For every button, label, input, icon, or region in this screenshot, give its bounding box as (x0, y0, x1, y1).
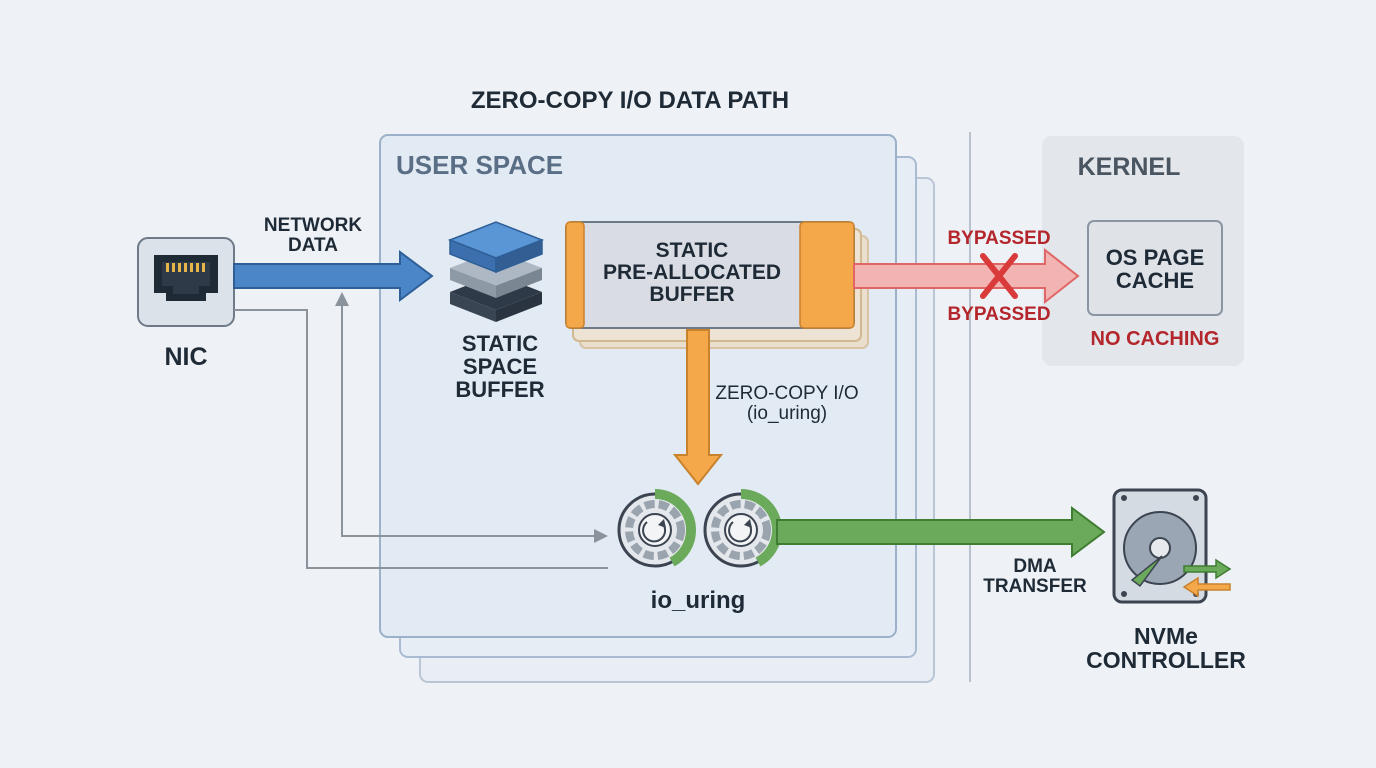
user-space-label: USER SPACE (396, 150, 564, 180)
network-data-arrow (233, 250, 434, 302)
arrowhead-up (335, 292, 349, 306)
nvme-drive-icon (1112, 488, 1208, 604)
transfer-arrows-icon (1182, 558, 1232, 598)
io-uring-ring-left (617, 489, 697, 568)
bypassed-label-top: BYPASSED (947, 228, 1051, 249)
ethernet-port-icon (154, 255, 218, 301)
os-page-cache-label: OS PAGE CACHE (1105, 245, 1205, 294)
io-uring-ring-right (703, 489, 783, 568)
preallocated-buffer-label: STATIC PRE-ALLOCATED BUFFER (602, 239, 782, 307)
io-uring-label: io_uring (650, 587, 746, 614)
os-page-cache-box (1087, 220, 1223, 316)
arrowhead-right (594, 529, 608, 543)
stack-buffer-icon (447, 221, 545, 322)
kernel-label: KERNEL (1077, 153, 1181, 181)
nic-return-line-inner (341, 302, 598, 537)
zero-copy-label: ZERO-COPY I/O (io_uring) (715, 383, 859, 424)
nic-label: NIC (164, 343, 208, 371)
zero-copy-arrow (672, 329, 724, 486)
no-caching-label: NO CACHING (1090, 328, 1220, 350)
nic-return-line-outer (234, 309, 608, 569)
nvme-controller-label: NVMe CONTROLLER (1086, 623, 1246, 674)
dma-transfer-label: DMA TRANSFER (983, 556, 1087, 597)
preallocated-buffer-block (565, 221, 869, 349)
diagram-title: ZERO-COPY I/O DATA PATH (470, 87, 790, 114)
static-space-buffer-label: STATIC SPACE BUFFER (455, 331, 545, 403)
dma-transfer-arrow (776, 506, 1106, 558)
bypass-arrow (853, 247, 1080, 305)
blocked-x-icon (980, 253, 1018, 299)
network-data-label: NETWORK DATA (263, 215, 363, 256)
bypassed-label-bottom: BYPASSED (947, 304, 1051, 325)
